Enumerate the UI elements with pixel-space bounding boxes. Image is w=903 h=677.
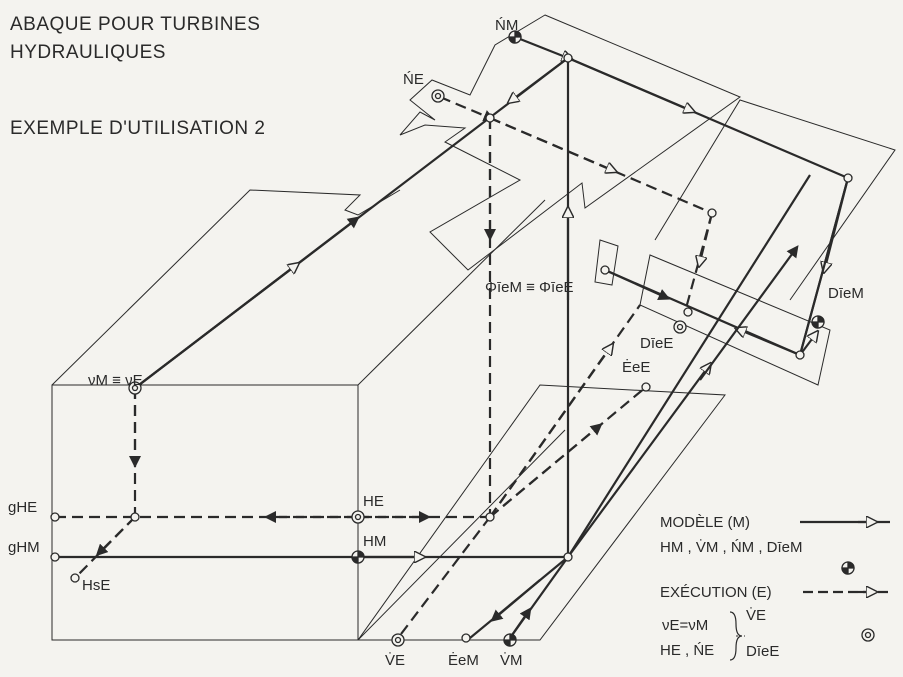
label-gHM: gHM	[8, 539, 40, 556]
execution-markers	[128, 89, 875, 647]
label-HM: HM	[363, 533, 386, 550]
label-phi: ΦīeM ≡ ΦīeE	[485, 279, 574, 296]
label-nu: νM ≡ νE	[88, 372, 143, 389]
label-Die: DīeE	[640, 335, 673, 352]
modele-markers	[351, 30, 855, 647]
label-EeM: ĖeM	[448, 651, 479, 669]
title-line-2: HYDRAULIQUES	[10, 42, 166, 63]
legend-execution-title: EXÉCUTION (E)	[660, 584, 772, 601]
label-HE: HE	[363, 493, 384, 510]
label-VE: V̇E	[385, 652, 405, 669]
legend-exec-eq: νE=νM	[662, 617, 708, 634]
modele-lines	[55, 35, 850, 639]
legend-modele-title: MODÈLE (M)	[660, 514, 750, 531]
example-title: EXEMPLE D'UTILISATION 2	[10, 118, 266, 139]
legend: MODÈLE (M) HM , V̇M , ŃM , DīeM EXÉCUTI…	[660, 514, 890, 661]
legend-exec-D: DīeE	[746, 643, 779, 660]
label-HsE: HsE	[82, 577, 110, 594]
legend-exec-V: V̇E	[746, 607, 766, 624]
label-NM: ŃM	[495, 17, 518, 34]
title-line-1: ABAQUE POUR TURBINES	[10, 14, 261, 35]
label-gHE: gHE	[8, 499, 37, 516]
nodes	[50, 53, 853, 643]
label-Dim: DīeM	[828, 285, 864, 302]
label-EeE: ĖeE	[622, 358, 650, 376]
legend-exec-vars: HE , ŃE	[660, 642, 714, 659]
execution-lines	[55, 95, 714, 639]
legend-modele-vars: HM , V̇M , ŃM , DīeM	[660, 539, 803, 556]
label-NE: ŃE	[403, 71, 424, 88]
label-VM: V̇M	[500, 652, 523, 669]
